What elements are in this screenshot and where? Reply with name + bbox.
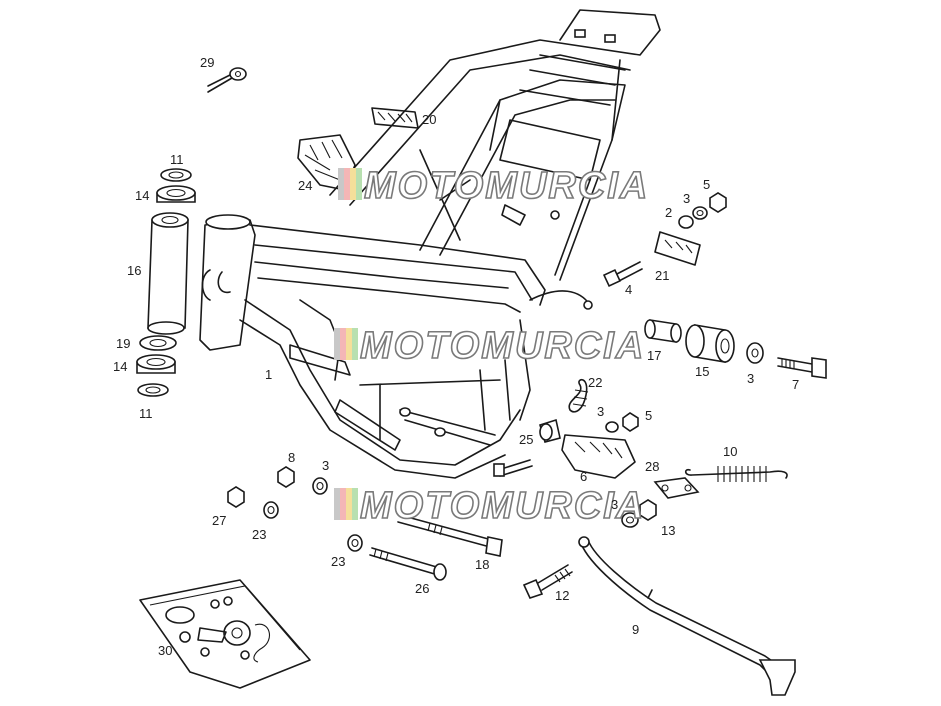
watermark-stripe bbox=[350, 168, 356, 200]
watermark-stripe bbox=[334, 488, 340, 520]
label-3: 3 bbox=[322, 458, 329, 473]
watermark-text: MOTOMURCIA bbox=[360, 325, 645, 367]
label-27: 27 bbox=[212, 513, 226, 528]
bolts bbox=[369, 514, 573, 599]
spring-part-22 bbox=[568, 379, 589, 413]
watermark-stripe bbox=[356, 168, 362, 200]
label-22: 22 bbox=[588, 375, 602, 390]
label-19: 19 bbox=[116, 336, 130, 351]
label-4: 4 bbox=[625, 282, 632, 297]
spring-part-10 bbox=[684, 466, 788, 482]
small-parts-bag-part-30 bbox=[139, 579, 311, 689]
label-23: 23 bbox=[331, 554, 345, 569]
label-10: 10 bbox=[723, 444, 737, 459]
watermark-stripe bbox=[340, 488, 346, 520]
label-23: 23 bbox=[252, 527, 266, 542]
label-3: 3 bbox=[597, 404, 604, 419]
label-3: 3 bbox=[683, 191, 690, 206]
label-3: 3 bbox=[747, 371, 754, 386]
label-8: 8 bbox=[288, 450, 295, 465]
watermark-text: MOTOMURCIA bbox=[364, 165, 649, 207]
stand-bracket-part-28 bbox=[621, 477, 700, 528]
label-16: 16 bbox=[127, 263, 141, 278]
label-11: 11 bbox=[170, 152, 184, 167]
label-13: 13 bbox=[661, 523, 675, 538]
nuts-and-washers-left bbox=[227, 466, 363, 552]
watermark-stripe bbox=[352, 488, 358, 520]
watermark-stripe bbox=[334, 328, 340, 360]
label-20: 20 bbox=[422, 112, 436, 127]
rear-subframe bbox=[329, 9, 661, 281]
label-21: 21 bbox=[655, 268, 669, 283]
label-28: 28 bbox=[645, 459, 659, 474]
label-30: 30 bbox=[158, 643, 172, 658]
label-14: 14 bbox=[113, 359, 127, 374]
label-3: 3 bbox=[611, 497, 618, 512]
swingarm-pivot-parts bbox=[644, 319, 827, 379]
label-11: 11 bbox=[139, 406, 153, 421]
watermark-text: MOTOMURCIA bbox=[360, 485, 645, 527]
watermark-stripe bbox=[346, 328, 352, 360]
footpeg-part-6 bbox=[493, 412, 639, 479]
footpeg-part-20 bbox=[371, 107, 419, 129]
label-2: 2 bbox=[665, 205, 672, 220]
label-6: 6 bbox=[580, 469, 587, 484]
steering-bearing-stack bbox=[136, 168, 196, 397]
label-26: 26 bbox=[415, 581, 429, 596]
label-15: 15 bbox=[695, 364, 709, 379]
watermark-bottom: MOTOMURCIA bbox=[334, 484, 645, 528]
label-9: 9 bbox=[632, 622, 639, 637]
label-24: 24 bbox=[298, 178, 312, 193]
label-18: 18 bbox=[475, 557, 489, 572]
watermark-stripe bbox=[346, 488, 352, 520]
watermark-stripe bbox=[352, 328, 358, 360]
rear-footpeg-assembly-right bbox=[602, 192, 727, 288]
label-7: 7 bbox=[792, 377, 799, 392]
label-5: 5 bbox=[703, 177, 710, 192]
side-stand-part-9 bbox=[578, 536, 796, 696]
label-17: 17 bbox=[647, 348, 661, 363]
watermark-stripe bbox=[340, 328, 346, 360]
key-part-29 bbox=[207, 67, 247, 93]
watermark-top: MOTOMURCIA bbox=[338, 164, 649, 208]
part-number-labels: 29 20 11 14 24 16 5 3 2 21 4 19 14 11 1 … bbox=[113, 55, 799, 658]
watermark-middle: MOTOMURCIA bbox=[334, 324, 645, 368]
label-1: 1 bbox=[265, 367, 272, 382]
label-12: 12 bbox=[555, 588, 569, 603]
watermark-stripe bbox=[338, 168, 344, 200]
watermark-stripe bbox=[344, 168, 350, 200]
label-29: 29 bbox=[200, 55, 214, 70]
label-25: 25 bbox=[519, 432, 533, 447]
label-14: 14 bbox=[135, 188, 149, 203]
label-5: 5 bbox=[645, 408, 652, 423]
